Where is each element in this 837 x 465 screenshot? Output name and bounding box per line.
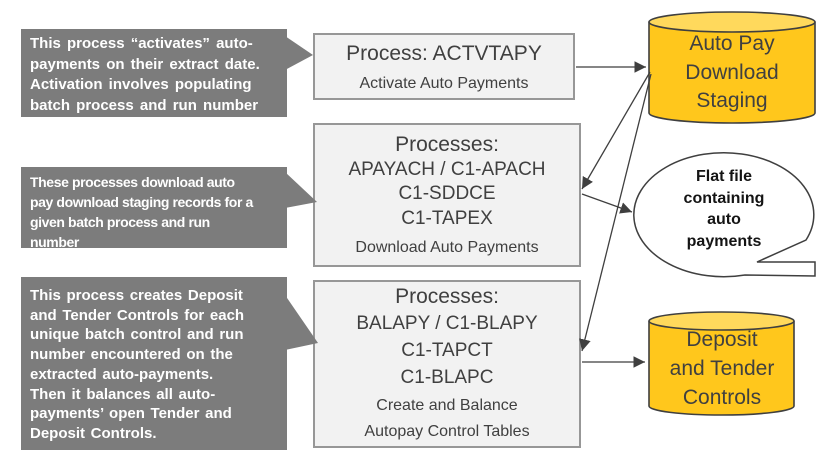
- datastore-deposit-tender-label: Deposit and Tender Controls: [669, 328, 775, 409]
- process-box-balance: Processes: BALAPY / C1-BLAPY C1-TAPCT C1…: [313, 280, 581, 448]
- process-subtitle: Create and Balance Autopay Control Table…: [364, 396, 530, 440]
- process-subtitle: Activate Auto Payments: [359, 74, 529, 92]
- callout-tail-icon: [285, 36, 313, 70]
- process-subtitle: Download Auto Payments: [355, 239, 539, 257]
- process-box-download: Processes: APAYACH / C1-APACH C1-SDDCE C…: [313, 123, 581, 267]
- process-codes: BALAPY / C1-BLAPY C1-TAPCT C1-BLAPC: [356, 312, 538, 388]
- callout-download-note: These processes download auto pay downlo…: [21, 167, 287, 250]
- process-title: Processes:: [395, 132, 499, 156]
- process-title: Process: ACTVTAPY: [346, 41, 542, 65]
- process-title: Processes:: [395, 284, 499, 308]
- flat-file-label: Flat file containing auto payments: [683, 168, 765, 250]
- callout-balance-note: This process creates Deposit and Tender …: [21, 277, 287, 450]
- callout-activate-note: This process “activates” auto- payments …: [21, 29, 287, 117]
- datastore-auto-pay-staging-label: Auto Pay Download Staging: [685, 32, 779, 112]
- arrow-download-to-flatfile: [581, 193, 633, 214]
- process-box-activate: Process: ACTVTAPY Activate Auto Payments: [313, 33, 575, 100]
- process-codes: APAYACH / C1-APACH C1-SDDCE C1-TAPEX: [348, 158, 546, 229]
